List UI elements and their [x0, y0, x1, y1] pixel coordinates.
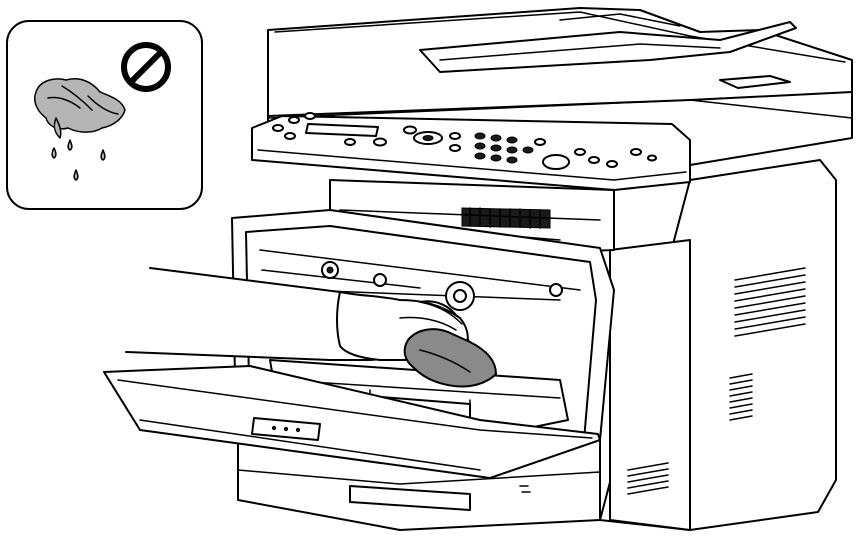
interior-gears — [321, 261, 563, 311]
control-panel-buttons[interactable] — [272, 112, 657, 170]
side-vents-middle — [734, 267, 806, 337]
door-latch — [251, 417, 321, 441]
front-door-open[interactable] — [103, 365, 601, 479]
output-rollers — [461, 207, 551, 229]
wet-cloth-icon — [34, 78, 126, 181]
control-panel-display — [305, 123, 379, 137]
printer — [103, 7, 853, 531]
side-vents-lower — [627, 373, 753, 495]
prohibited-icon — [121, 42, 171, 92]
dry-cloth — [403, 328, 497, 388]
wet-cloth-warning-panel — [6, 20, 203, 210]
hand-with-cloth — [125, 267, 497, 388]
